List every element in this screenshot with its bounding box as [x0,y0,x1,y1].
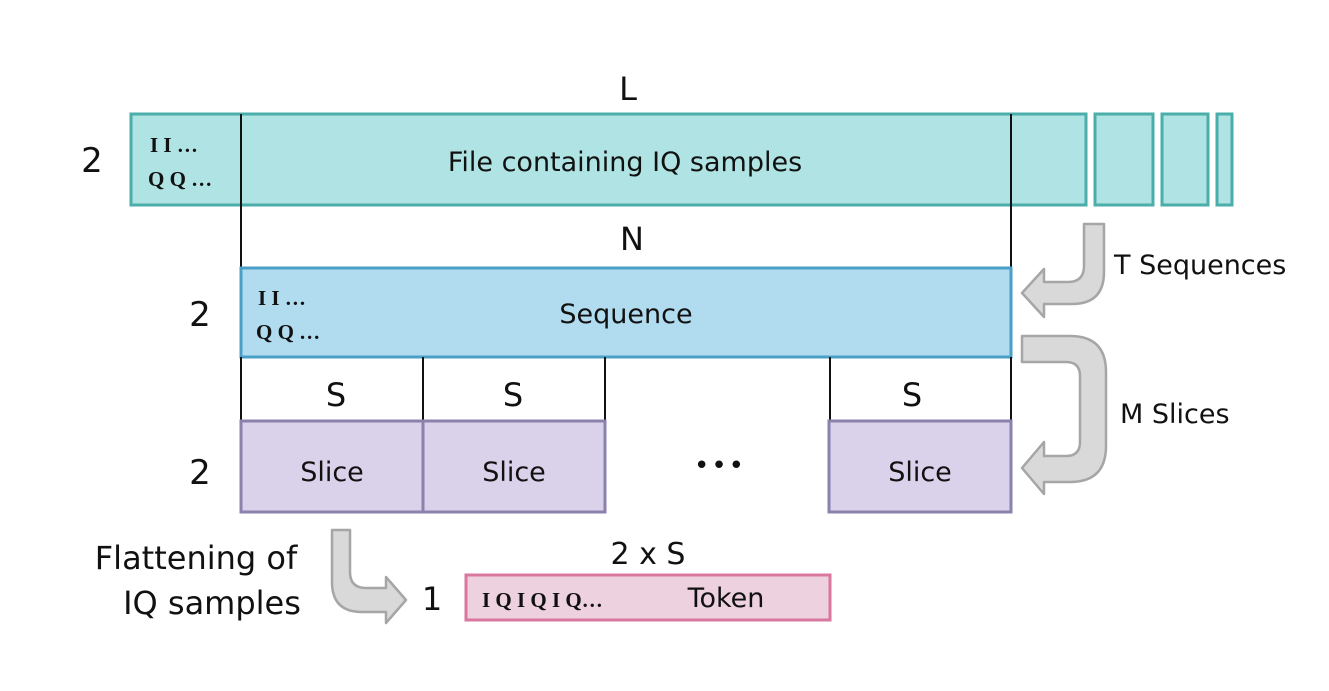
file-label: File containing IQ samples [448,147,802,178]
file-segment-extra [1160,112,1210,207]
file-iq-row-q: Q Q … [148,167,212,191]
slice-length-label: S [326,376,346,414]
token-rows-label: 1 [422,580,442,618]
slice-label: Slice [300,457,364,488]
slice-label: Slice [888,457,952,488]
slice-rows-label: 2 [189,453,211,493]
slice-length-label: S [503,376,523,414]
flattening-arrow-icon [330,528,408,625]
token-length-label: 2 x S [611,537,686,572]
slice-block [421,419,607,514]
file-iq-row-i: I I … [150,133,198,157]
file-block [129,112,1088,207]
slice-length-label: S [902,376,922,414]
sequence-iq-row-i: I I … [258,286,306,310]
sequence-iq-row-q: Q Q … [256,320,320,344]
token-iq-sequence: I Q I Q I Q… [482,588,603,612]
file-segment-extra [1093,112,1155,207]
m-slices-arrow-icon [1020,334,1108,496]
flattening-label-line1: Flattening of [95,539,298,577]
sequence-label: Sequence [559,299,692,330]
slice-label: Slice [482,457,546,488]
file-segment-extra [1215,112,1234,207]
slice-ellipsis: ••• [694,451,746,481]
file-rows-label: 2 [81,141,103,181]
t-sequences-label: T Sequences [1113,250,1286,281]
slice-block [827,419,1013,514]
token-block [464,573,832,622]
flattening-label-line2: IQ samples [123,584,301,622]
token-label: Token [687,583,765,614]
sequence-length-label: N [620,220,644,258]
t-sequences-arrow-icon [1020,222,1106,319]
m-slices-label: M Slices [1120,399,1230,430]
sequence-block [239,266,1013,359]
file-length-label: L [619,70,637,108]
sequence-rows-label: 2 [189,295,211,335]
slice-block [239,419,425,514]
